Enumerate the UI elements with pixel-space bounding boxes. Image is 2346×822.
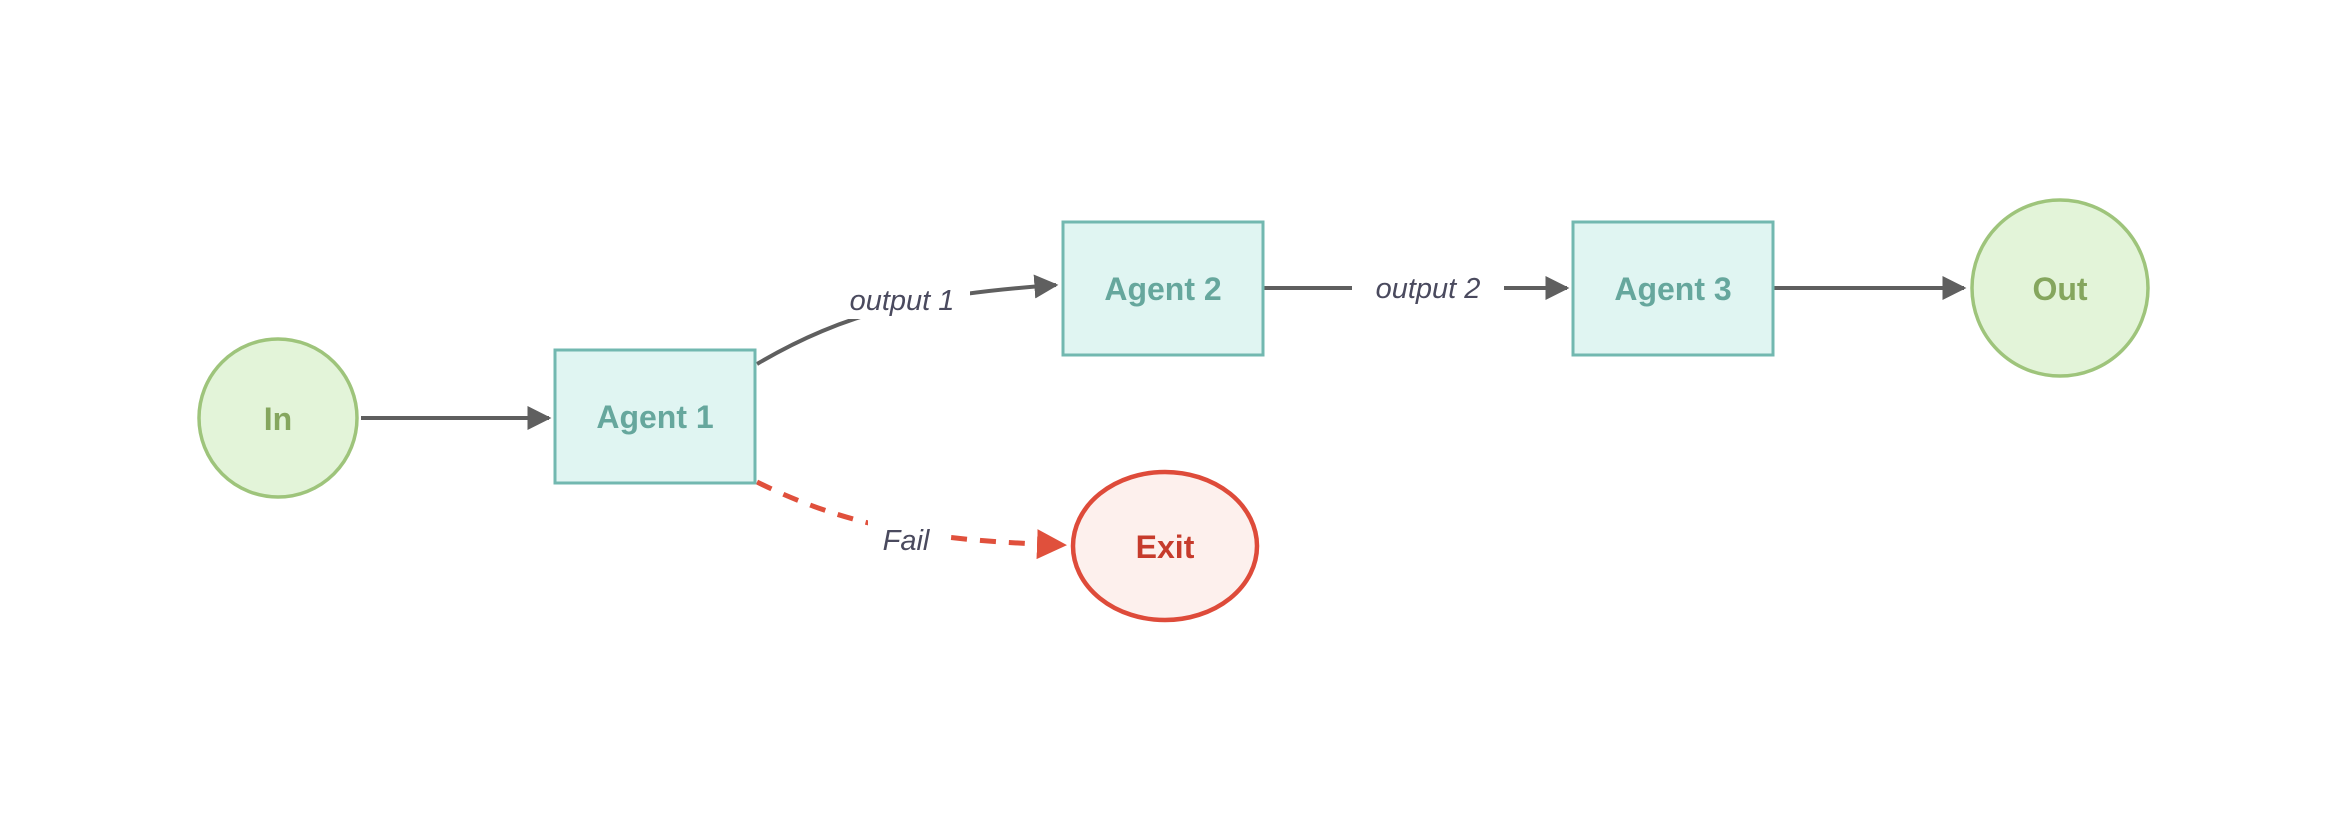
edge-label-background: [1352, 268, 1504, 308]
agent2-node-label: Agent 2: [1104, 271, 1221, 307]
in-node-shape: [197, 337, 359, 499]
node-out: Out: [1970, 198, 2150, 378]
agent3-node-shape: [1571, 220, 1775, 357]
edge-label-background: [834, 281, 970, 319]
node-in: In: [197, 337, 359, 499]
edge-label-fail: Fail: [883, 525, 931, 557]
in-node-label: In: [264, 401, 292, 437]
edge-agent1-to-agent2: output 1: [755, 274, 1059, 366]
agent1-node-shape: [553, 348, 757, 485]
agent3-node-label: Agent 3: [1614, 271, 1731, 307]
out-node-shape: [1970, 198, 2150, 378]
edge-label-output-2: output 2: [1376, 273, 1481, 305]
agent1-node-label: Agent 1: [596, 399, 713, 435]
agent2-node-shape: [1061, 220, 1265, 357]
edge-label-output-1: output 1: [850, 285, 955, 317]
edge-label-background: [868, 519, 946, 561]
exit-node-label: Exit: [1136, 529, 1195, 565]
node-exit: Exit: [1070, 469, 1260, 623]
out-node-label: Out: [2032, 271, 2087, 307]
node-agent2: Agent 2: [1061, 220, 1265, 357]
node-agent1: Agent 1: [553, 348, 757, 485]
exit-node-shape: [1070, 469, 1260, 623]
edge-agent2-to-agent3: output 2: [1263, 268, 1570, 308]
node-agent3: Agent 3: [1571, 220, 1775, 357]
edge-agent1-to-exit: Fail: [755, 479, 1067, 561]
